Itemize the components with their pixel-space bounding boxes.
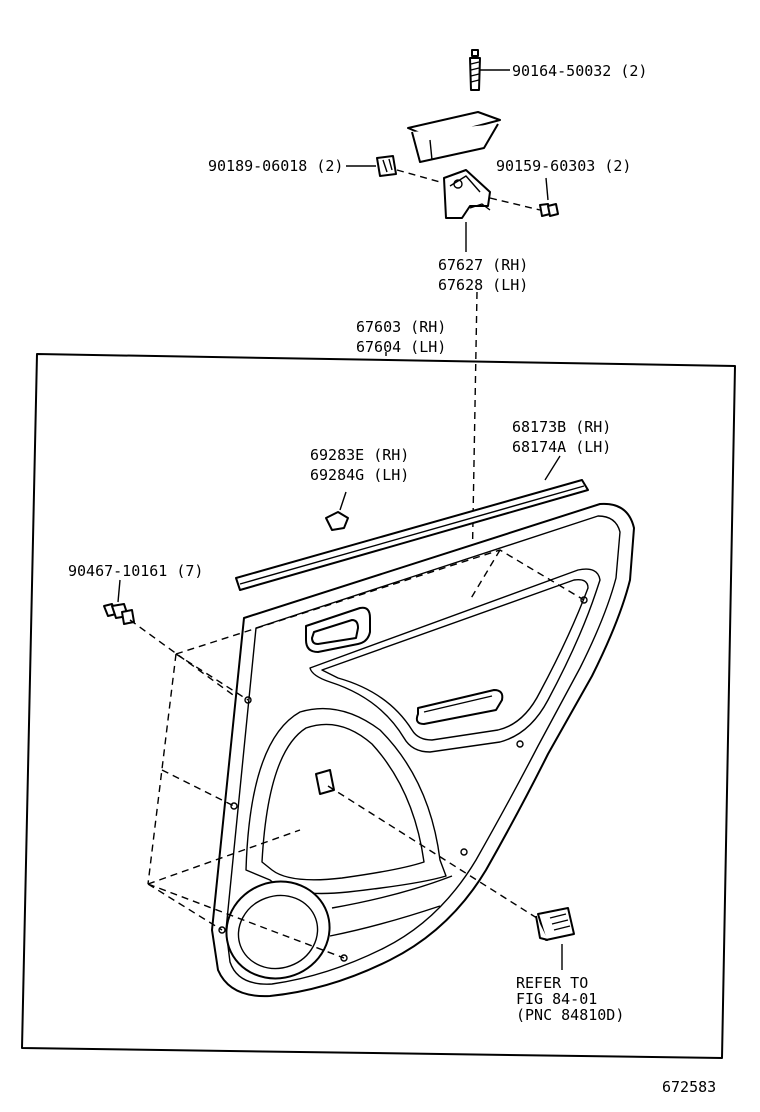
dash-clip — [396, 169, 441, 183]
label-refer-1: REFER TO — [516, 974, 588, 992]
dash-clip-to-panel — [129, 619, 241, 701]
label-panel-rh: 67603 (RH) — [356, 318, 446, 336]
label-weatherstrip-lh: 68174A (LH) — [512, 438, 611, 456]
label-clip-count: 90467-10161 (7) — [68, 562, 203, 580]
label-screw-right: 90159-60303 (2) — [496, 157, 631, 175]
label-bracket-rh: 67627 (RH) — [438, 256, 528, 274]
clip-icon — [103, 603, 135, 625]
label-refer-3: (PNC 84810D) — [516, 1006, 624, 1024]
dash-bracket-to-panel — [469, 291, 478, 691]
pull-cup-icon — [407, 111, 501, 163]
label-weatherstrip-rh: 68173B (RH) — [512, 418, 611, 436]
label-refer-2: FIG 84-01 — [516, 990, 597, 1008]
label-cap-lh: 69284G (LH) — [310, 466, 409, 484]
clip-position-lines — [147, 549, 585, 959]
door-trim-panel — [211, 502, 635, 998]
leader-clip-count — [117, 579, 121, 603]
label-bracket-lh: 67628 (LH) — [438, 276, 528, 294]
figure-number: 672583 — [662, 1078, 716, 1096]
switch-base-icon — [535, 907, 575, 941]
label-cap-rh: 69283E (RH) — [310, 446, 409, 464]
label-bolt: 90164-50032 (2) — [512, 62, 647, 80]
cap-icon — [325, 511, 349, 531]
bracket-icon — [443, 169, 491, 219]
label-panel-lh: 67604 (LH) — [356, 338, 446, 356]
leader-cap — [339, 491, 347, 511]
leader-weatherstrip — [544, 455, 561, 481]
clip-nut-icon — [376, 155, 397, 177]
screw-icon — [489, 197, 559, 217]
leader-screw — [545, 177, 549, 201]
label-clip-left: 90189-06018 (2) — [208, 157, 343, 175]
bolt-icon — [469, 49, 481, 91]
weatherstrip-icon — [235, 479, 589, 591]
panel-frame — [21, 353, 736, 1059]
